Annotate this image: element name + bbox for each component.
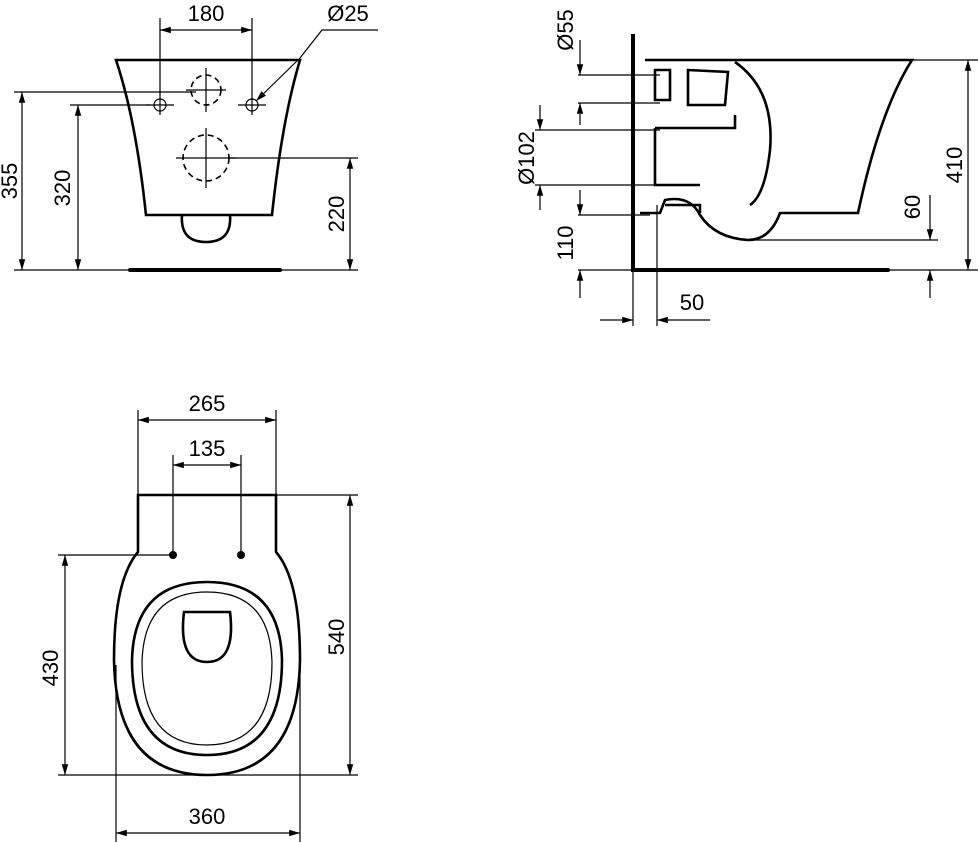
- dim-label-320: 320: [50, 170, 75, 207]
- bowl-opening: [181, 610, 233, 664]
- dim-label-540: 540: [324, 619, 349, 656]
- dim-label-110: 110: [553, 225, 578, 260]
- dim-label-d25: Ø25: [327, 1, 369, 26]
- dim-label-135: 135: [189, 436, 226, 461]
- dim-label-265: 265: [189, 391, 226, 416]
- plan-outline: [112, 493, 302, 777]
- side-view: Ø55 Ø102 110 410 60 50: [514, 9, 978, 326]
- front-view: 180 Ø25 355 320 220: [0, 1, 378, 272]
- plan-view: 265 135 430 540 360: [38, 391, 358, 842]
- dim-label-d55: Ø55: [553, 9, 578, 51]
- bowl-side-outline: [640, 58, 915, 242]
- dim-label-60: 60: [900, 195, 925, 219]
- dim-label-355: 355: [0, 163, 22, 200]
- dim-label-410: 410: [942, 147, 967, 184]
- dim-label-50: 50: [680, 290, 704, 315]
- bowl-foot: [180, 214, 232, 244]
- dim-label-360: 360: [189, 804, 226, 829]
- dim-label-d102: Ø102: [514, 131, 539, 185]
- dim-label-180: 180: [188, 1, 225, 26]
- leader-diameter-25: [255, 29, 378, 102]
- dim-label-220: 220: [324, 196, 349, 233]
- bowl-rim-curve: [734, 60, 772, 207]
- seat-outer: [130, 580, 284, 757]
- dim-label-430: 430: [38, 650, 63, 687]
- bowl-outline: [114, 58, 302, 217]
